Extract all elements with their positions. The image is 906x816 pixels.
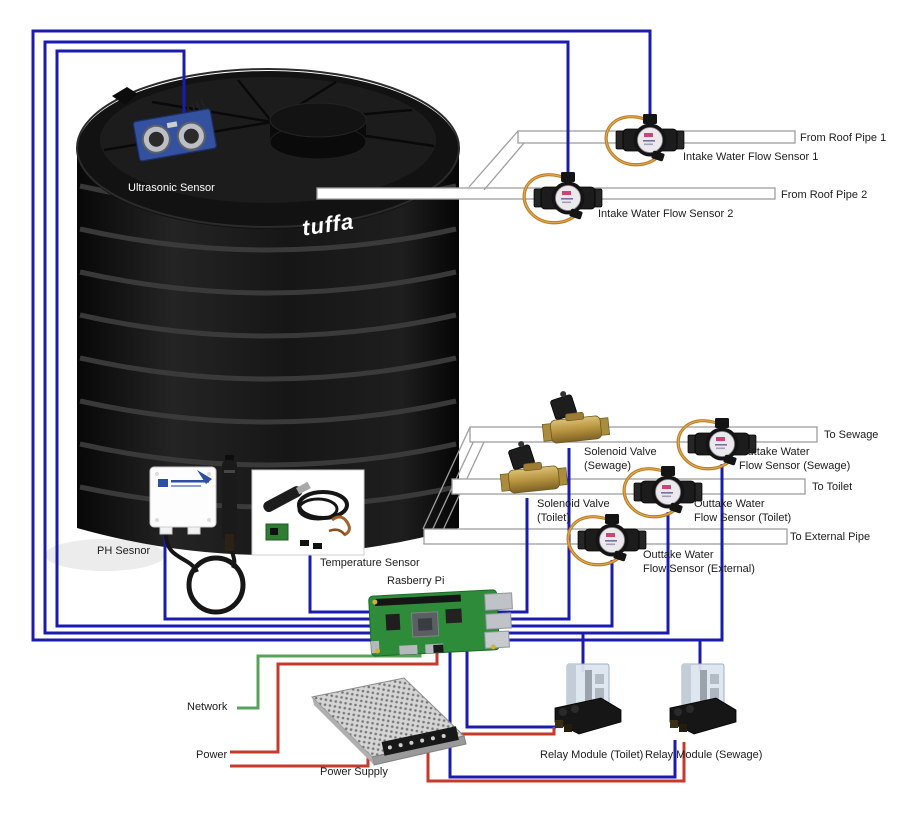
label-from-roof-pipe-1: From Roof Pipe 1 (800, 132, 887, 144)
ultrasonic-sensor (132, 99, 217, 162)
label-solenoid-valve-toilet: Solenoid Valve (Toilet) (537, 498, 610, 525)
label-power-supply: Power Supply (320, 766, 388, 778)
raspberry-pi (368, 589, 513, 657)
wire-intake2-signal (43, 40, 570, 635)
relay-module-sewage (669, 663, 737, 735)
power-supply-unit (310, 677, 467, 766)
ph-probe (222, 455, 237, 551)
label-outtake-flow-sensor-toilet: Outtake Water Flow Sensor (Toilet) (694, 498, 792, 525)
wire-power-to-pi (230, 646, 439, 754)
label-to-sewage: To Sewage (824, 429, 879, 441)
relay-module-toilet (554, 663, 622, 735)
label-outtake-flow-sensor-external: Outtake Water Flow Sensor (External) (643, 549, 755, 576)
wire-outtake-toilet-signal (440, 512, 670, 635)
solenoid-valve-sewage (538, 386, 611, 445)
wire-intake1-signal (31, 29, 652, 642)
wire-ultrasonic-signal (55, 49, 455, 628)
label-network: Network (187, 701, 228, 713)
pipe-to-sewage (469, 426, 818, 443)
label-to-external-pipe: To External Pipe (790, 531, 871, 543)
label-outtake-flow-sensor-sewage: Outtake Water Flow Sensor (Sewage) (739, 446, 851, 473)
wire-relay-toilet-return (465, 648, 556, 729)
intake-flow-sensor-1 (604, 112, 686, 167)
wire-ph-signal (163, 528, 455, 621)
label-solenoid-valve-sewage: Solenoid Valve (Sewage) (584, 446, 657, 473)
intake-flow-sensor-2 (522, 170, 604, 225)
wire-outtake-sewage-signal (440, 464, 724, 642)
outtake-flow-sensor-toilet (622, 464, 704, 519)
wire-power-to-psu (230, 744, 370, 768)
ph-sensor (149, 455, 246, 615)
label-ultrasonic-sensor: Ultrasonic Sensor (128, 182, 215, 194)
temperature-sensor (251, 469, 365, 556)
label-intake-flow-sensor-2: Intake Water Flow Sensor 2 (598, 208, 734, 220)
label-to-toilet: To Toilet (812, 481, 853, 493)
label-temperature-sensor: Temperature Sensor (320, 557, 420, 569)
wire-relay-sewage-return (448, 648, 677, 779)
label-from-roof-pipe-2: From Roof Pipe 2 (781, 189, 868, 201)
label-ph-sensor: PH Sesnor (97, 545, 151, 557)
tank-shadow (45, 539, 165, 571)
label-relay-module-toilet: Relay Module (Toilet) (540, 749, 644, 761)
label-raspberry-pi: Rasberry Pi (387, 575, 445, 587)
wire-psu-to-relay-sewage (426, 742, 686, 783)
label-power: Power (196, 749, 228, 761)
label-relay-module-sewage: Relay Module (Sewage) (645, 749, 763, 761)
psu-terminal-block (381, 726, 459, 756)
label-intake-flow-sensor-1: Intake Water Flow Sensor 1 (683, 151, 819, 163)
solenoid-valve-toilet (496, 436, 569, 495)
